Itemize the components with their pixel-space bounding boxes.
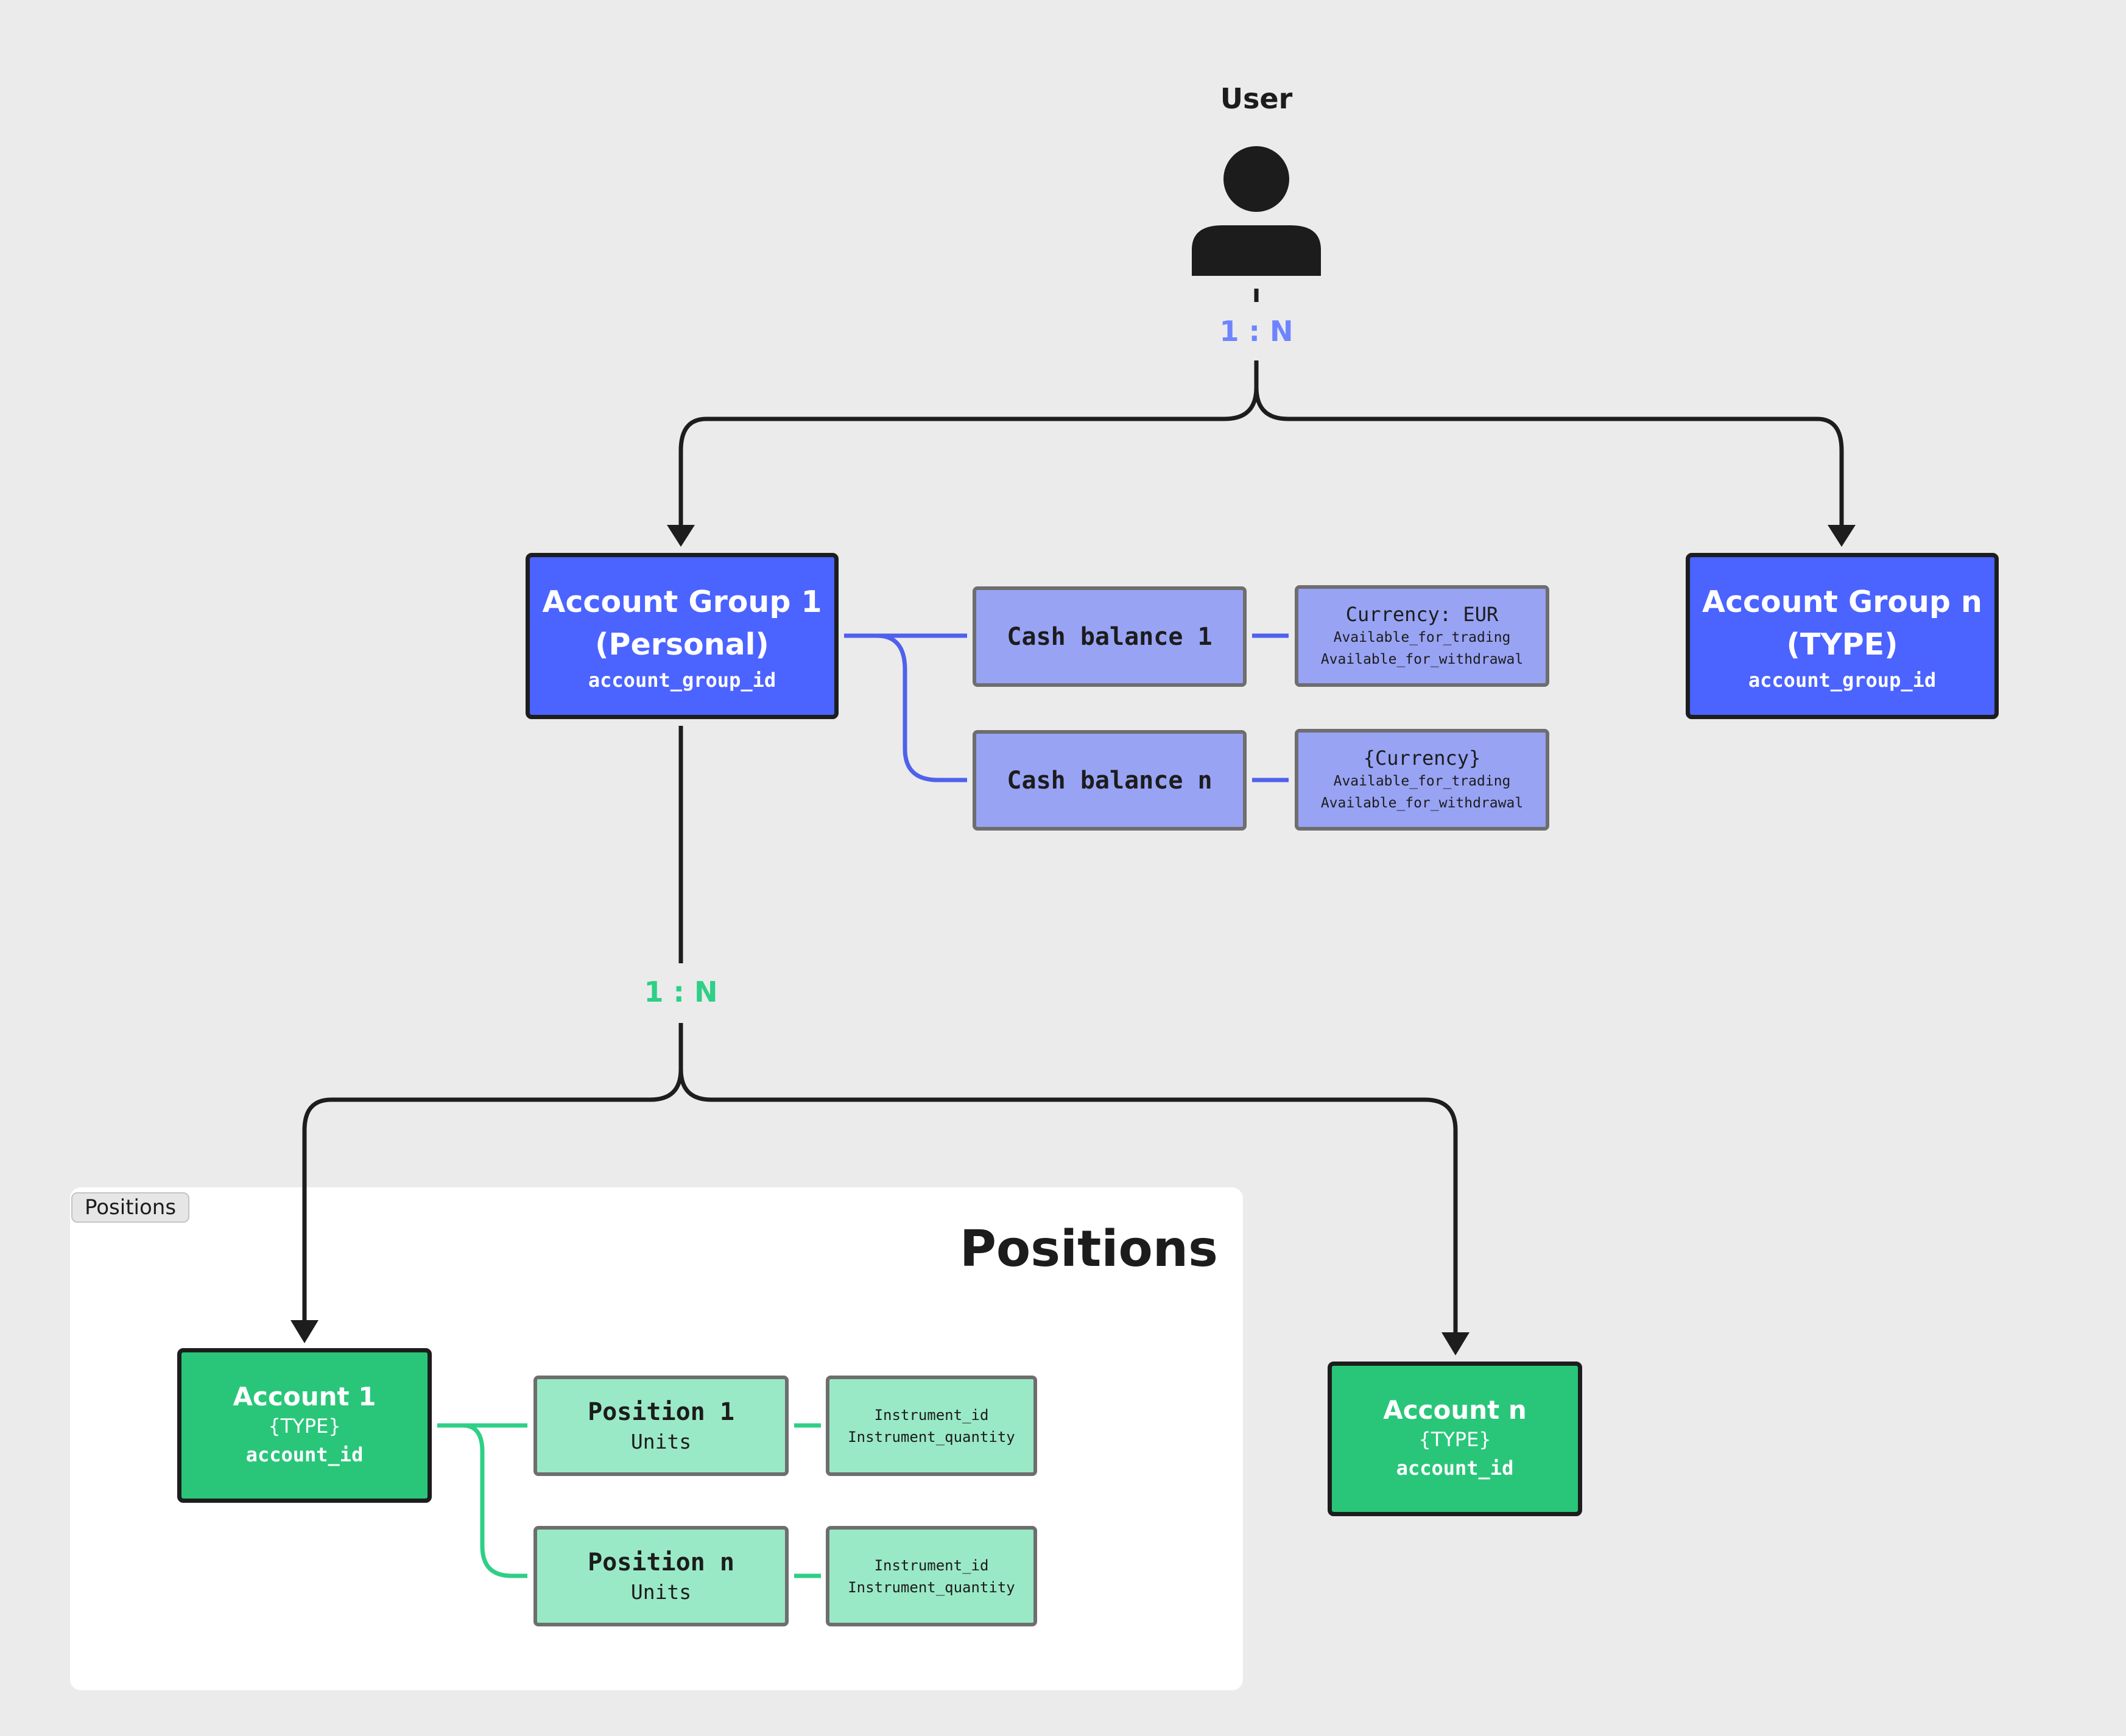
account-group-n[interactable]: Account Group n (TYPE) account_group_id bbox=[1686, 553, 1999, 719]
groups-to-accounts-line bbox=[302, 1023, 683, 1327]
position-1[interactable]: Position 1 Units bbox=[533, 1376, 789, 1476]
cash-balance-1[interactable]: Cash balance 1 bbox=[973, 586, 1247, 687]
account-1-id: account_id bbox=[245, 1443, 364, 1466]
user-to-groups-line bbox=[678, 360, 1259, 530]
account-1[interactable]: Account 1 {TYPE} account_id bbox=[177, 1348, 432, 1503]
cash-balance-n-field: Available_for_trading bbox=[1333, 773, 1511, 789]
cash-balance-1-field: Available_for_trading bbox=[1333, 629, 1511, 645]
user-groups-ratio: 1 : N bbox=[1219, 315, 1294, 348]
position-1-units: Units bbox=[630, 1429, 692, 1453]
position-n-title: Position n bbox=[588, 1548, 734, 1576]
account-1-type: {TYPE} bbox=[268, 1414, 341, 1438]
account-to-position-n-line bbox=[462, 1423, 527, 1578]
positions-panel-tab[interactable]: Positions bbox=[71, 1192, 189, 1223]
position-n-details[interactable]: Instrument_id Instrument_quantity bbox=[826, 1526, 1037, 1626]
account-group-1-id: account_group_id bbox=[588, 668, 776, 692]
arrow-to-account-1 bbox=[290, 1320, 319, 1343]
arrow-to-account-n bbox=[1441, 1332, 1470, 1355]
position-1-title: Position 1 bbox=[588, 1397, 734, 1426]
account-1-title: Account 1 bbox=[233, 1382, 376, 1411]
account-n-title: Account n bbox=[1383, 1395, 1527, 1425]
cash-balance-n-details[interactable]: {Currency} Available_for_trading Availab… bbox=[1295, 729, 1549, 831]
account-group-n-subtitle: (TYPE) bbox=[1786, 627, 1898, 662]
cash-balance-1-label: Cash balance 1 bbox=[1007, 622, 1213, 651]
cash-balance-n-currency: {Currency} bbox=[1363, 746, 1481, 770]
cash-balance-n-label: Cash balance n bbox=[1007, 766, 1213, 795]
position-n-field: Instrument_quantity bbox=[848, 1578, 1015, 1596]
position-n[interactable]: Position n Units bbox=[533, 1526, 789, 1626]
account-n[interactable]: Account n {TYPE} account_id bbox=[1328, 1362, 1582, 1516]
position-n-units: Units bbox=[630, 1580, 692, 1604]
account-n-type: {TYPE} bbox=[1418, 1428, 1491, 1451]
account-group-1-subtitle: (Personal) bbox=[595, 627, 769, 662]
group-to-cash-n-line bbox=[876, 633, 967, 782]
account-group-n-id: account_group_id bbox=[1748, 668, 1937, 692]
account-n-id: account_id bbox=[1396, 1457, 1514, 1480]
cash-balance-1-currency: Currency: EUR bbox=[1345, 602, 1499, 626]
cash-balance-n-field: Available_for_withdrawal bbox=[1320, 795, 1524, 811]
arrow-to-group-1 bbox=[667, 525, 695, 547]
cash-balance-n[interactable]: Cash balance n bbox=[973, 730, 1247, 831]
arrow-to-group-n bbox=[1828, 525, 1856, 547]
position-1-details[interactable]: Instrument_id Instrument_quantity bbox=[826, 1376, 1037, 1476]
account-group-1-title: Account Group 1 bbox=[542, 584, 822, 619]
position-1-field: Instrument_quantity bbox=[848, 1428, 1015, 1446]
cash-balance-1-field: Available_for_withdrawal bbox=[1320, 651, 1524, 667]
position-n-field: Instrument_id bbox=[874, 1556, 989, 1574]
cash-balance-1-details[interactable]: Currency: EUR Available_for_trading Avai… bbox=[1295, 585, 1549, 687]
user-label: User bbox=[1220, 82, 1293, 115]
account-group-n-title: Account Group n bbox=[1702, 584, 1982, 619]
position-1-field: Instrument_id bbox=[874, 1406, 989, 1424]
group-accounts-ratio: 1 : N bbox=[644, 975, 718, 1008]
positions-panel-title: Positions bbox=[959, 1220, 1218, 1278]
user-icon bbox=[1192, 146, 1321, 276]
account-group-1[interactable]: Account Group 1 (Personal) account_group… bbox=[526, 553, 839, 719]
